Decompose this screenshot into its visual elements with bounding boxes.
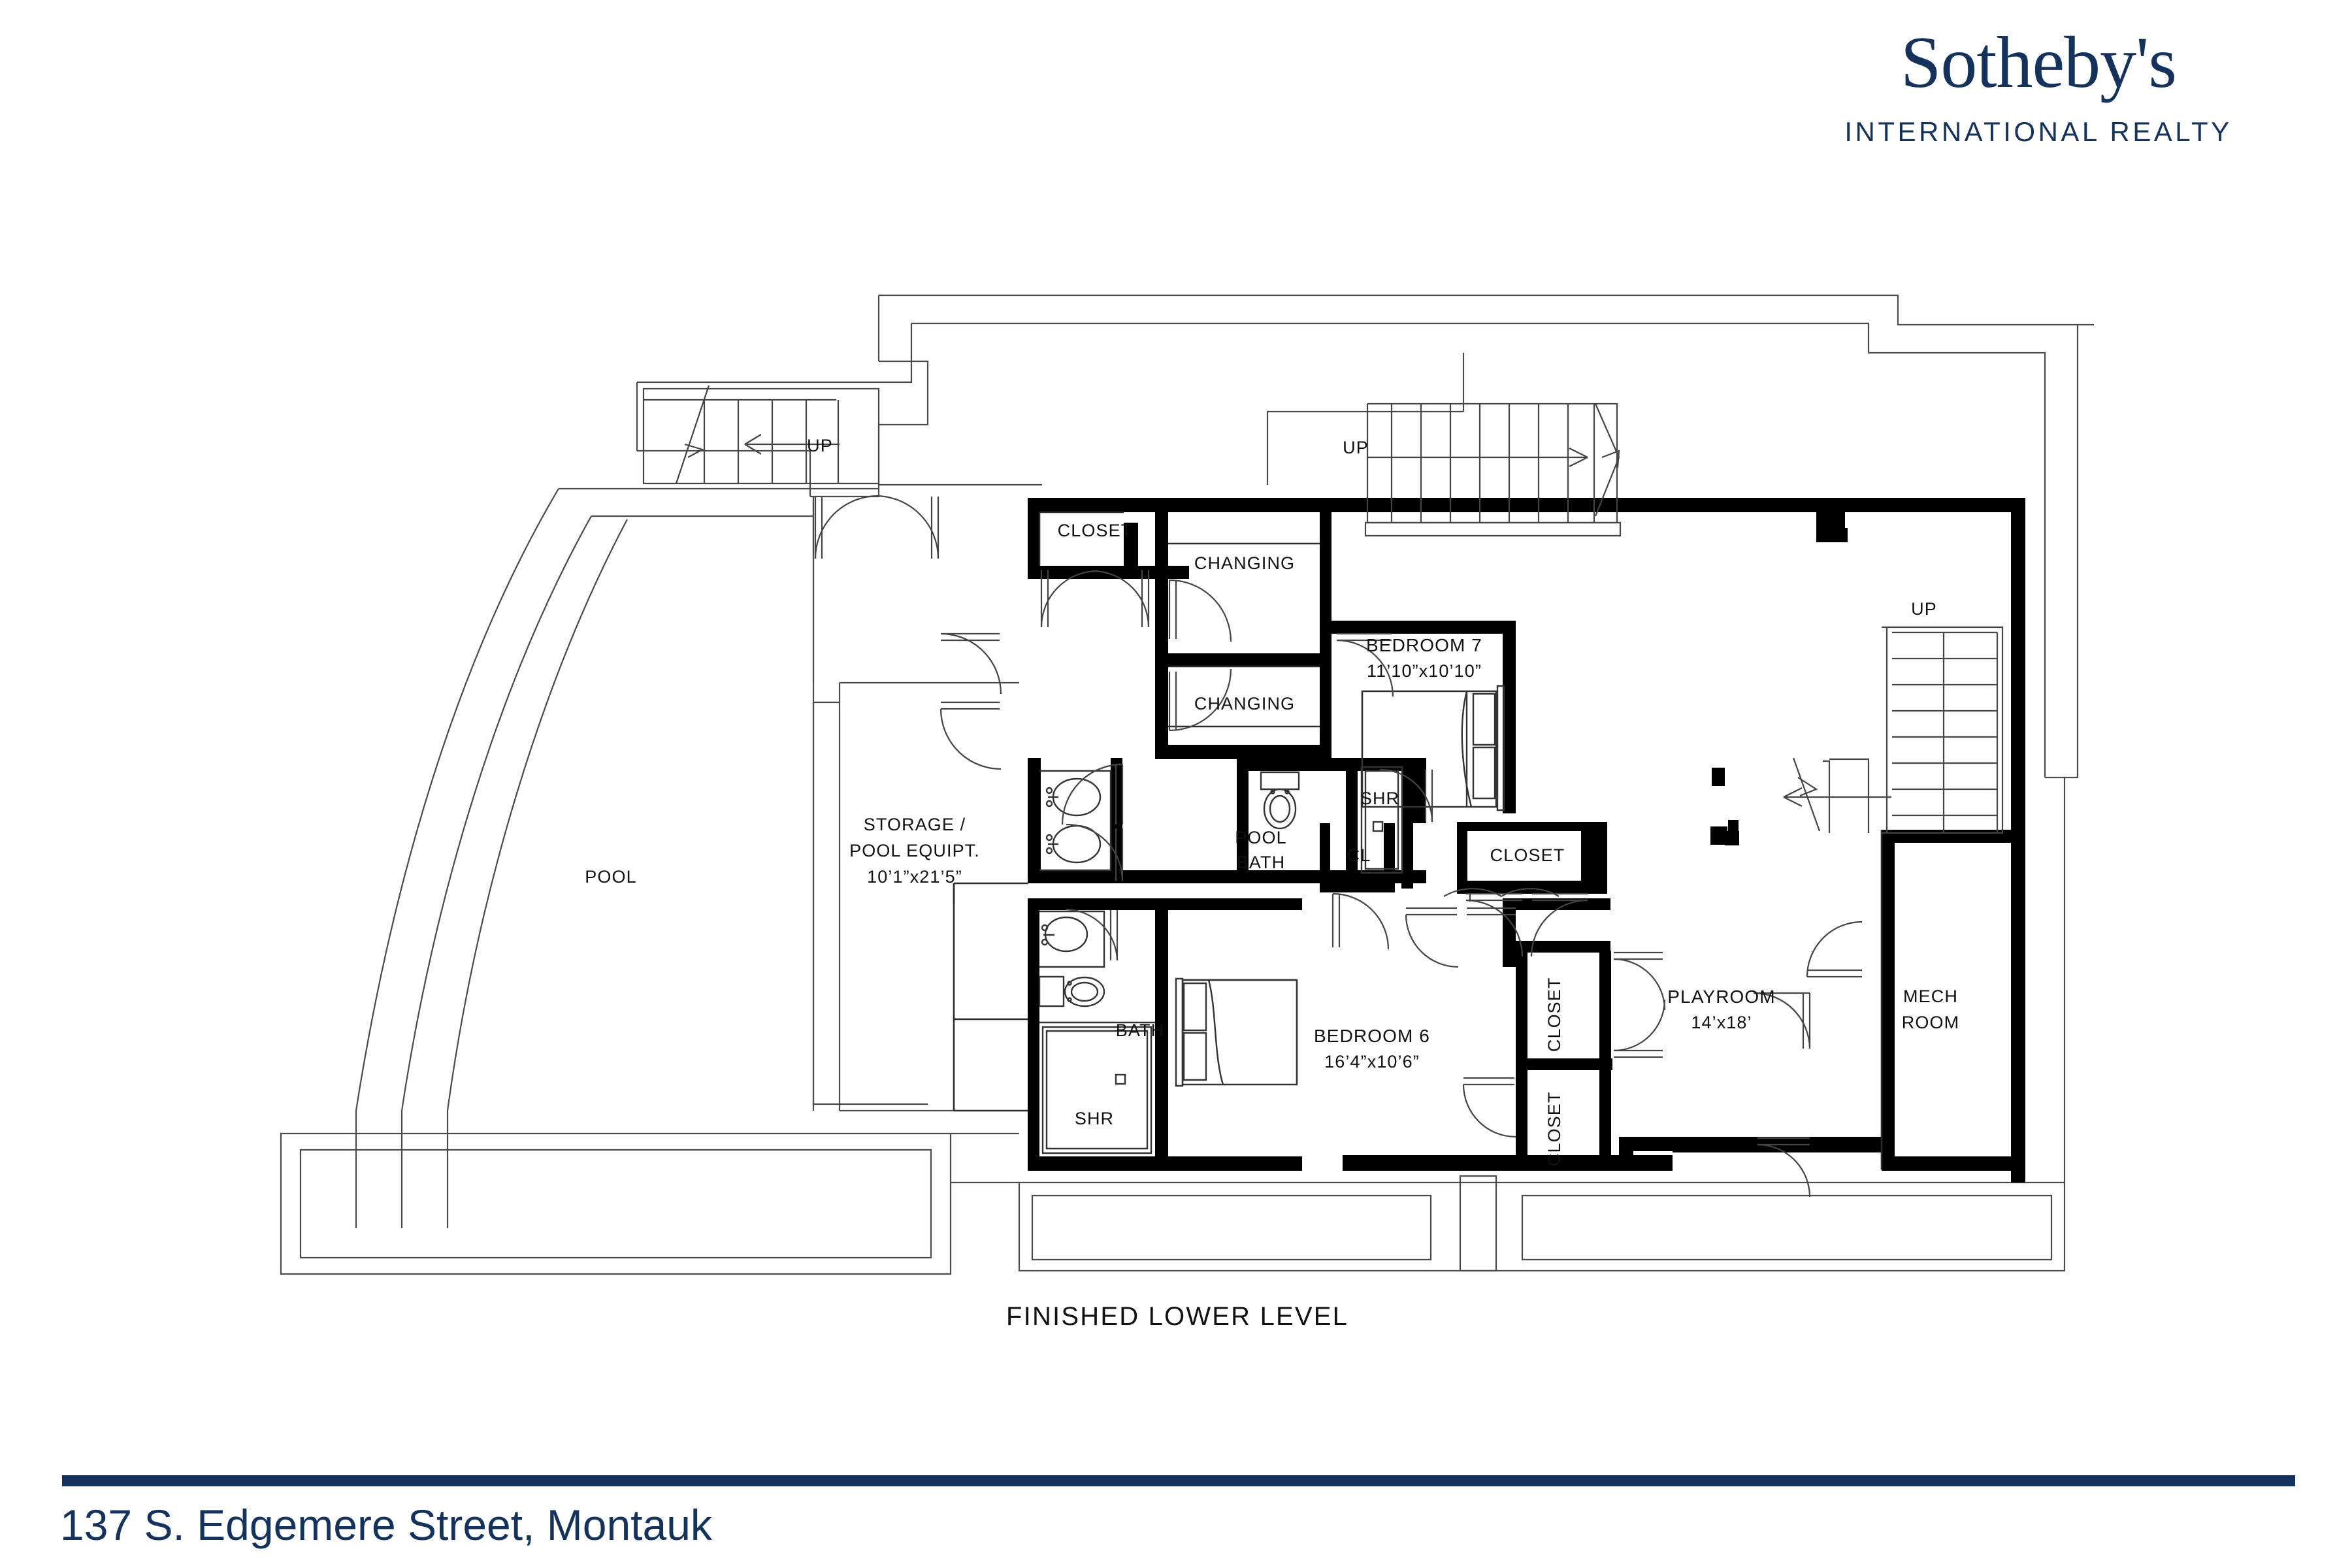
- room-label-bedroom-7-dimensions: 11’10”x10’10”: [1367, 661, 1482, 681]
- brand-subtitle: INTERNATIONAL REALTY: [1844, 116, 2232, 147]
- room-label-closet-bedroom6-upper: CLOSET: [1544, 977, 1565, 1053]
- room-label-bedroom-6-dimensions: 16’4”x10’6”: [1324, 1052, 1420, 1071]
- plan-title: FINISHED LOWER LEVEL: [1006, 1302, 1349, 1331]
- sothebys-logo: Sotheby's INTERNATIONAL REALTY: [1810, 26, 2267, 148]
- property-address: 137 S. Edgemere Street, Montauk: [60, 1501, 712, 1549]
- room-label-playroom-name: PLAYROOM: [1667, 987, 1776, 1007]
- stair-label-up-left: UP: [807, 436, 833, 455]
- room-label-pool-bath-line2: BATH: [1236, 853, 1286, 872]
- room-label-closet-top: CLOSET: [1057, 521, 1133, 540]
- room-label-pool: POOL: [585, 867, 637, 887]
- room-label-storage-line1: STORAGE /: [863, 815, 966, 834]
- room-label-changing-upper: CHANGING: [1194, 553, 1296, 573]
- room-label-mech-line2: ROOM: [1901, 1013, 1960, 1032]
- fixture-label-shower-pool-bath: SHR: [1360, 789, 1400, 808]
- room-label-bedroom-6-name: BEDROOM 6: [1314, 1026, 1430, 1046]
- fixture-label-shower-bath: SHR: [1074, 1109, 1115, 1128]
- room-label-closet-bedroom7: CLOSET: [1490, 845, 1565, 865]
- room-label-storage-dimensions: 10’1”x21’5”: [867, 867, 962, 887]
- room-label-mech-line1: MECH: [1903, 987, 1958, 1006]
- room-label-bedroom-7-name: BEDROOM 7: [1366, 635, 1482, 655]
- stair-label-up-right: UP: [1911, 599, 1937, 619]
- room-label-storage-line2: POOL EQUIPT.: [849, 841, 980, 860]
- room-label-pool-bath-line1: POOL: [1235, 828, 1287, 847]
- footer-divider: [62, 1475, 2295, 1486]
- room-label-closet-bedroom6-lower: CLOSET: [1544, 1091, 1565, 1167]
- room-label-cl: CL: [1347, 845, 1371, 865]
- room-label-changing-lower: CHANGING: [1194, 694, 1296, 713]
- room-label-playroom-dimensions: 14’x18’: [1691, 1013, 1752, 1032]
- room-label-bath: BATH: [1115, 1021, 1165, 1040]
- brand-wordmark: Sotheby's: [1901, 22, 2177, 103]
- stair-label-up-top: UP: [1343, 438, 1369, 457]
